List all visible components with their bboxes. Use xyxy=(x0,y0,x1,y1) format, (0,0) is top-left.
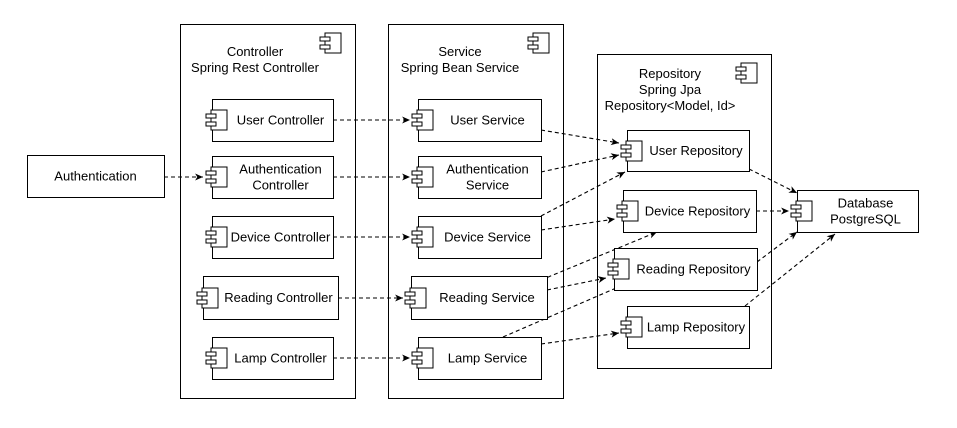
component-reading-service-icon xyxy=(404,287,427,309)
component-reading-controller: Reading Controller xyxy=(196,276,339,320)
dependency-arrow-authentication-service-to-user-repository xyxy=(540,153,620,173)
component-user-controller: User Controller xyxy=(205,99,334,142)
dependency-arrow-lamp-service-to-lamp-repository xyxy=(540,330,620,345)
component-label-line: User Controller xyxy=(237,113,325,128)
component-label-line: Authentication xyxy=(54,169,136,184)
component-label-line: PostgreSQL xyxy=(830,212,901,227)
component-label-line: Reading Repository xyxy=(636,262,751,277)
component-device-repository-icon xyxy=(616,200,639,222)
dependency-arrow-lamp-service-to-reading-repository xyxy=(502,281,631,338)
package-title-line: Repository xyxy=(639,66,702,81)
component-label-line: Reading Service xyxy=(439,290,534,305)
component-reading-controller-icon xyxy=(196,287,219,309)
package-title-line: Repository<Model, Id> xyxy=(605,98,736,113)
component-lamp-repository-icon xyxy=(620,316,643,338)
dependency-arrow-lamp-repository-to-database xyxy=(744,233,836,307)
package-title-line: Service xyxy=(438,44,481,59)
dependency-arrow-device-service-to-user-repository xyxy=(540,171,626,217)
component-label-line: Controller xyxy=(252,178,309,193)
component-lamp-repository: Lamp Repository xyxy=(620,306,750,349)
component-lamp-controller-icon xyxy=(205,347,228,369)
component-reading-repository: Reading Repository xyxy=(607,248,758,291)
component-label-line: Device Repository xyxy=(645,204,751,219)
component-authentication: Authentication xyxy=(27,155,165,198)
dependency-arrow-user-service-to-user-repository xyxy=(540,129,620,146)
dependency-arrow-reading-service-to-reading-repository xyxy=(546,276,607,291)
package-repository-component-icon xyxy=(735,62,758,84)
package-title-line: Spring Bean Service xyxy=(401,60,520,75)
component-label-line: Device Service xyxy=(444,230,531,245)
component-device-service: Device Service xyxy=(411,216,542,259)
component-lamp-controller: Lamp Controller xyxy=(205,337,334,380)
component-database-icon xyxy=(790,200,813,222)
component-reading-repository-icon xyxy=(607,258,630,280)
component-user-controller-icon xyxy=(205,109,228,131)
component-authentication-service-icon xyxy=(411,166,434,188)
component-device-controller-icon xyxy=(205,226,228,248)
component-user-service-icon xyxy=(411,109,434,131)
component-user-repository: User Repository xyxy=(620,130,750,172)
component-authentication-controller-icon xyxy=(205,166,228,188)
package-title-line: Controller xyxy=(227,44,284,59)
component-user-repository-icon xyxy=(620,140,643,162)
component-label-line: User Service xyxy=(450,113,524,128)
component-reading-service: Reading Service xyxy=(404,276,548,320)
package-title-line: Spring Jpa xyxy=(639,82,702,97)
component-label-line: Database xyxy=(838,196,894,211)
package-title-line: Spring Rest Controller xyxy=(191,60,320,75)
component-device-repository: Device Repository xyxy=(616,190,757,233)
component-label-line: Lamp Service xyxy=(448,351,527,366)
component-label-line: Device Controller xyxy=(231,230,331,245)
component-lamp-service: Lamp Service xyxy=(411,337,542,380)
dependency-arrow-device-service-to-device-repository xyxy=(540,216,616,231)
component-label-line: Lamp Controller xyxy=(234,351,327,366)
component-user-service: User Service xyxy=(411,99,542,142)
component-label-line: Lamp Repository xyxy=(647,320,746,335)
dependency-arrow-user-repository-to-database xyxy=(748,168,798,194)
component-label-line: User Repository xyxy=(649,143,743,158)
component-lamp-service-icon xyxy=(411,347,434,369)
package-service-component-icon xyxy=(527,32,550,54)
component-label-line: Service xyxy=(466,178,509,193)
component-device-controller: Device Controller xyxy=(205,216,334,259)
package-controller-component-icon xyxy=(319,32,342,54)
component-label-line: Authentication xyxy=(446,162,528,177)
component-label-line: Reading Controller xyxy=(224,290,333,305)
dependency-arrow-reading-repository-to-database xyxy=(756,231,798,263)
component-label-line: Authentication xyxy=(239,162,321,177)
component-device-service-icon xyxy=(411,226,434,248)
